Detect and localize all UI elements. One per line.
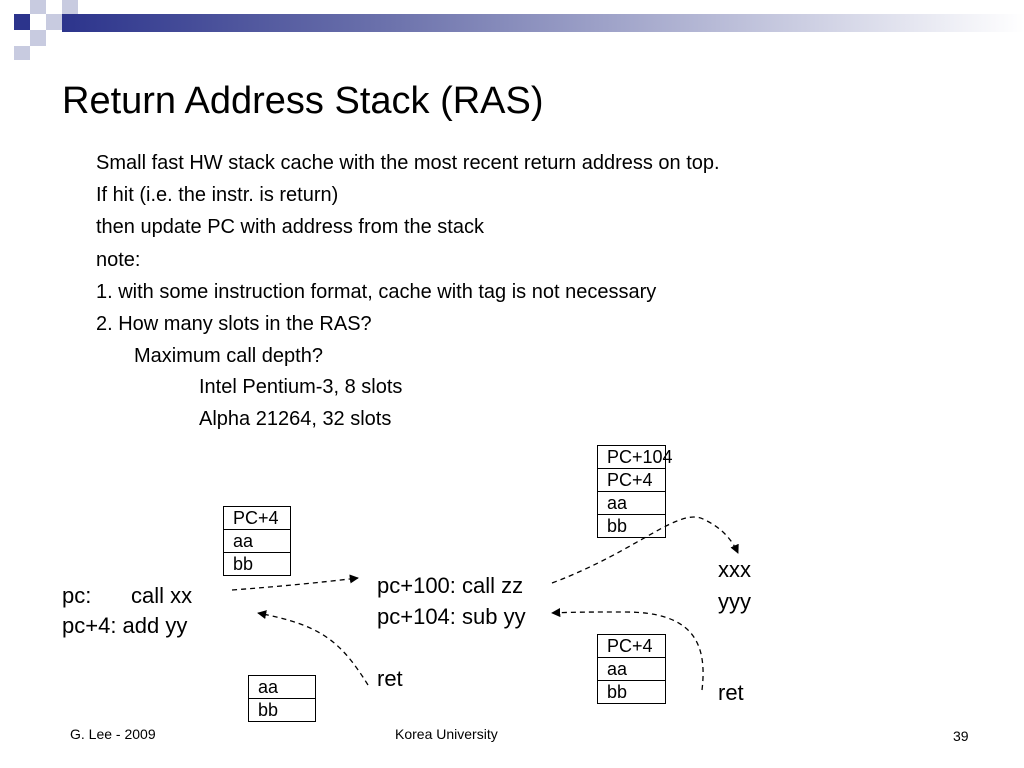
bullet-line-7: Maximum call depth? — [134, 345, 323, 367]
ras-stack-after-call: PC+4 aa bb — [223, 506, 291, 576]
callee-next-instr: pc+104: sub yy — [377, 604, 526, 629]
footer-institution: Korea University — [395, 726, 498, 742]
stack-slot: bb — [224, 553, 290, 576]
call-arrow — [231, 574, 359, 591]
stack-slot: aa — [224, 530, 290, 553]
ras-stack-after-nested-call: PC+104 PC+4 aa bb — [597, 445, 673, 538]
bullet-line-5: 1. with some instruction format, cache w… — [96, 281, 657, 303]
page-number: 39 — [953, 728, 969, 744]
bullet-line-2: If hit (i.e. the instr. is return) — [96, 184, 339, 206]
callee-ret-instr: ret — [377, 666, 403, 691]
stack-slot: PC+4 — [598, 469, 665, 492]
bullet-line-4: note: — [96, 249, 141, 271]
stack-slot: PC+104 — [598, 446, 673, 469]
ras-stack-after-return: aa bb — [248, 675, 316, 722]
nested-instr-2: yyy — [718, 589, 751, 614]
caller-next-instr: pc+4: add yy — [62, 613, 188, 638]
nested-instr-1: xxx — [718, 557, 751, 582]
stack-slot: bb — [598, 515, 665, 538]
bullet-line-9: Alpha 21264, 32 slots — [199, 408, 392, 430]
bullet-line-6: 2. How many slots in the RAS? — [96, 313, 372, 335]
stack-slot: PC+4 — [598, 635, 665, 658]
stack-slot: aa — [598, 492, 665, 515]
stack-slot: bb — [249, 699, 315, 722]
bullet-line-1: Small fast HW stack cache with the most … — [96, 152, 720, 174]
slide-title: Return Address Stack (RAS) — [62, 80, 544, 122]
stack-slot: aa — [249, 676, 315, 699]
stack-slot: bb — [598, 681, 665, 704]
header-decoration — [14, 0, 1024, 60]
caller-pc-label: pc: — [62, 583, 92, 608]
callee-call-instr: pc+100: call zz — [377, 573, 524, 598]
stack-slot: PC+4 — [224, 507, 290, 530]
bullet-line-8: Intel Pentium-3, 8 slots — [199, 376, 403, 398]
ras-stack-after-nested-return: PC+4 aa bb — [597, 634, 666, 704]
footer-author: G. Lee - 2009 — [70, 726, 156, 742]
bullet-line-3: then update PC with address from the sta… — [96, 216, 484, 238]
stack-slot: aa — [598, 658, 665, 681]
nested-ret-instr: ret — [718, 680, 744, 705]
caller-call-instr: call xx — [131, 583, 193, 608]
